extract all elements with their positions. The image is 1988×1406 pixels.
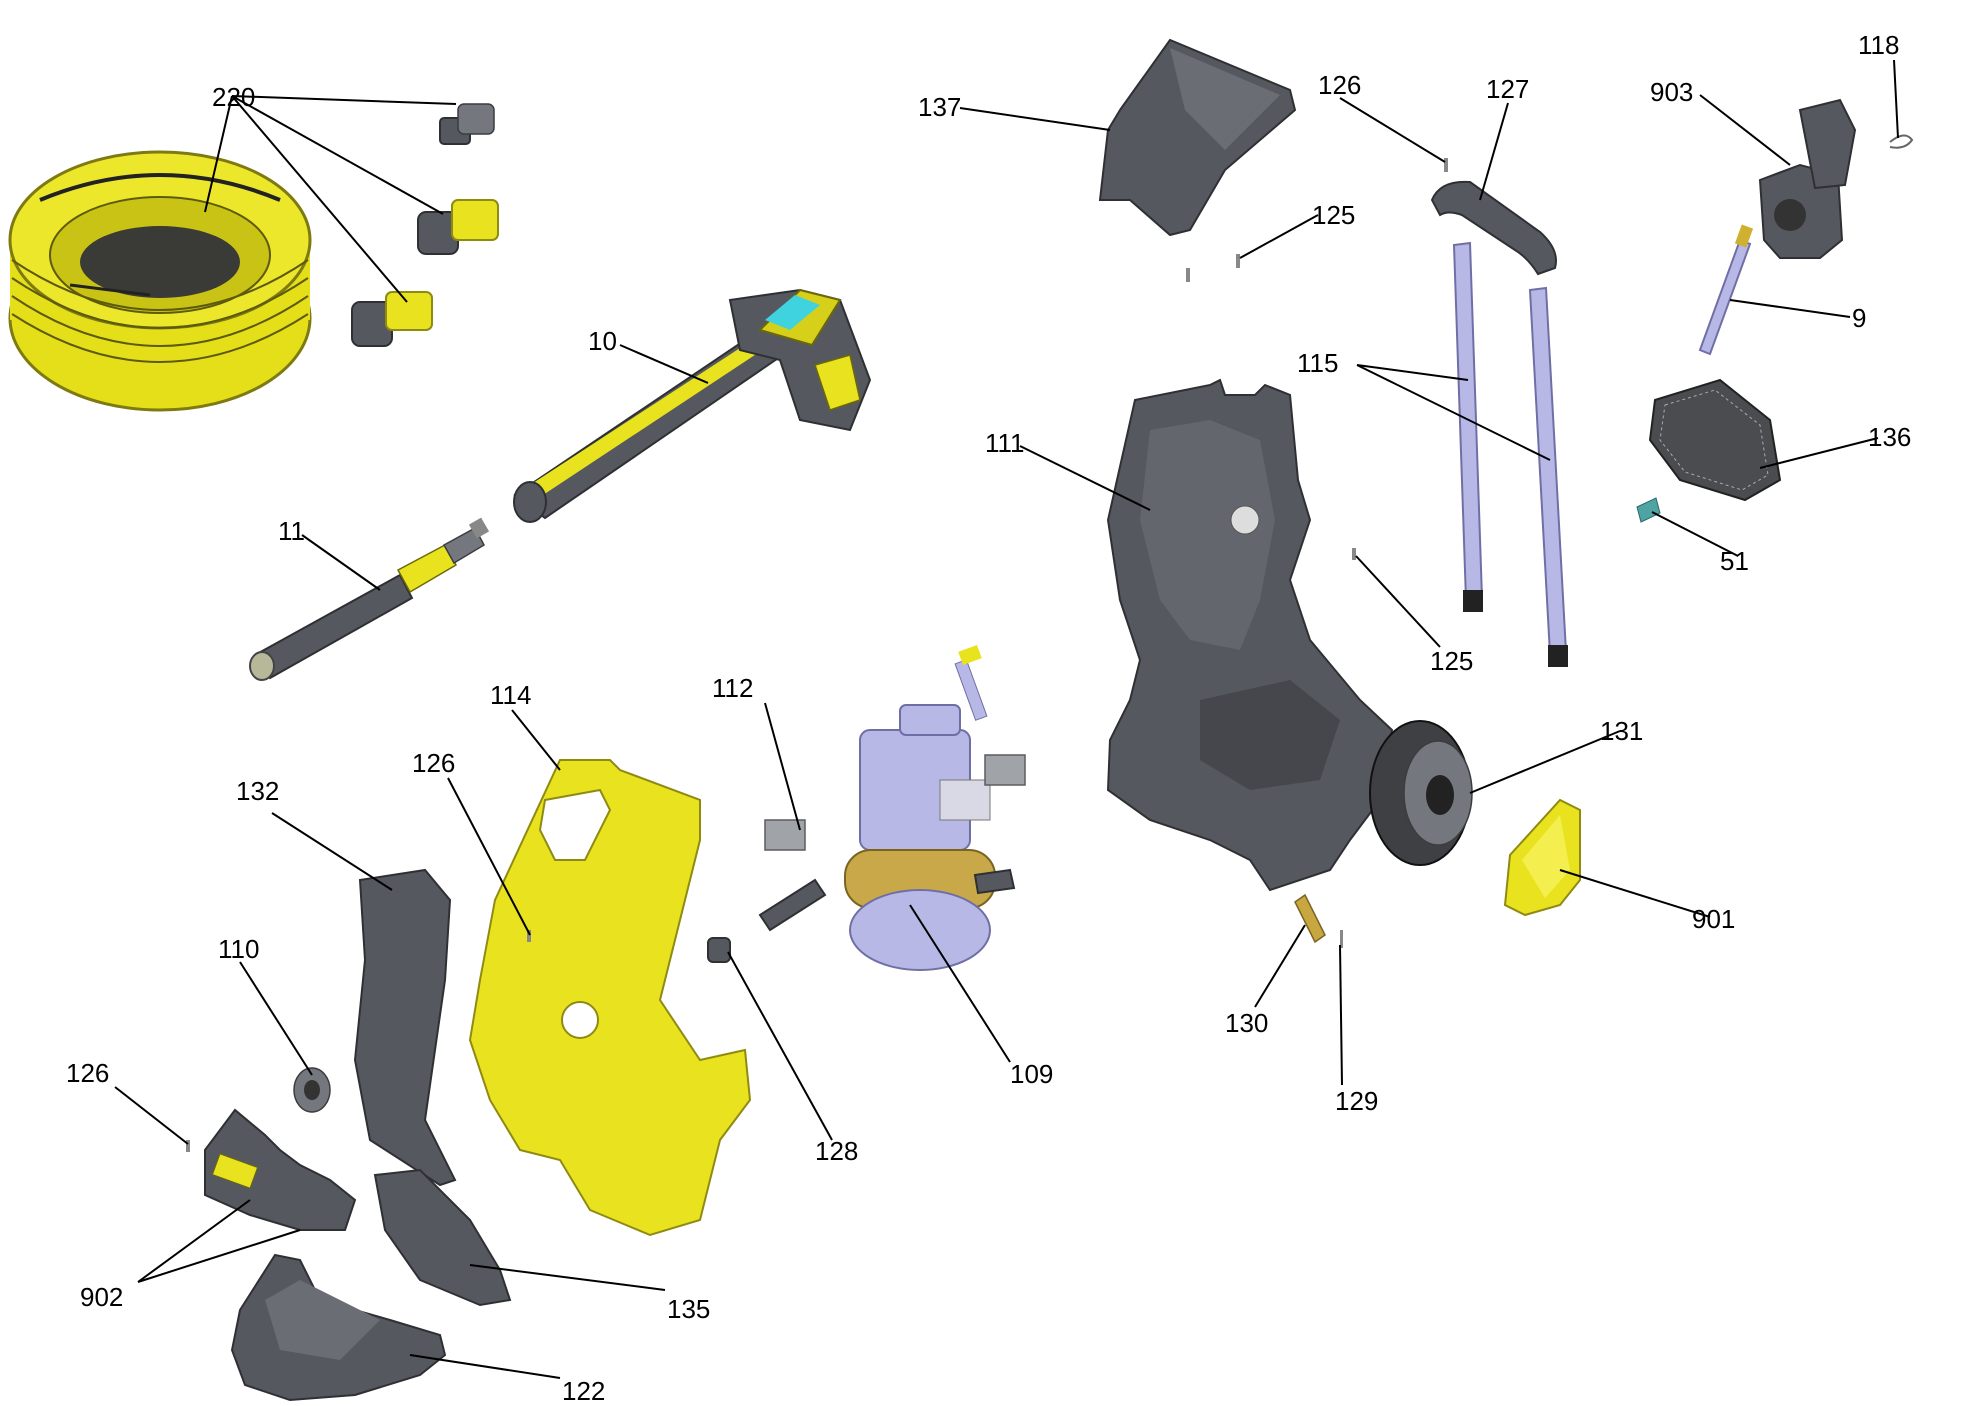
callout-126-lower: 126 bbox=[66, 1058, 109, 1088]
spray-lance bbox=[249, 517, 490, 681]
callout-131: 131 bbox=[1600, 716, 1643, 746]
screw-125-upper bbox=[1186, 254, 1240, 282]
callout-130: 130 bbox=[1225, 1008, 1268, 1038]
retaining-clip bbox=[1889, 134, 1914, 149]
callout-115: 115 bbox=[1297, 348, 1338, 378]
callout-122: 122 bbox=[562, 1376, 605, 1406]
callout-111: 111 bbox=[985, 428, 1025, 458]
callout-125-lower: 125 bbox=[1430, 646, 1473, 676]
callout-135: 135 bbox=[667, 1294, 710, 1324]
callout-51: 51 bbox=[1720, 546, 1749, 576]
brass-fitting bbox=[1294, 893, 1326, 944]
callout-136: 136 bbox=[1868, 422, 1911, 452]
garden-hose-reel bbox=[8, 150, 312, 412]
wheel-cap bbox=[1503, 798, 1581, 917]
handle-tube-left bbox=[1452, 241, 1484, 612]
callout-126-top: 126 bbox=[1318, 70, 1361, 100]
screw-125-lower bbox=[1352, 548, 1356, 560]
callout-129: 129 bbox=[1335, 1086, 1378, 1116]
hose-inlet-109 bbox=[758, 868, 1016, 932]
callout-110: 110 bbox=[218, 934, 259, 964]
leader-lines bbox=[114, 59, 1899, 1379]
callout-labels: 220 10 11 137 126 127 125 903 118 9 115 … bbox=[66, 30, 1911, 1406]
capacitor-112b bbox=[984, 754, 1026, 786]
push-handle bbox=[1430, 180, 1557, 276]
accessory-holder-902 bbox=[204, 1108, 357, 1231]
side-panel-132 bbox=[353, 868, 457, 1187]
callout-132: 132 bbox=[236, 776, 279, 806]
connector-128 bbox=[707, 937, 731, 963]
main-housing bbox=[1106, 378, 1394, 892]
callout-125-top: 125 bbox=[1312, 200, 1355, 230]
handle-tube-right bbox=[1528, 286, 1568, 667]
callout-10: 10 bbox=[588, 326, 617, 356]
callout-127: 127 bbox=[1486, 74, 1529, 104]
pin-129 bbox=[1340, 930, 1343, 948]
mesh-filter bbox=[1648, 378, 1782, 502]
spray-wand-9 bbox=[1698, 224, 1754, 356]
lower-panel-135 bbox=[373, 1168, 512, 1307]
lance-holder bbox=[1758, 98, 1857, 259]
base-tray-122 bbox=[230, 1253, 447, 1402]
screw-126-middle bbox=[527, 930, 531, 942]
selector-knob-110 bbox=[293, 1067, 331, 1113]
callout-126-middle: 126 bbox=[412, 748, 455, 778]
hose-coupling-upper bbox=[417, 199, 499, 255]
callout-11: 11 bbox=[278, 516, 305, 546]
callout-118: 118 bbox=[1858, 30, 1899, 60]
front-cover bbox=[468, 759, 752, 1237]
callout-137: 137 bbox=[918, 92, 961, 122]
screw-126-upper bbox=[1444, 158, 1448, 172]
accessory-tray bbox=[1098, 38, 1297, 237]
callout-903: 903 bbox=[1650, 77, 1693, 107]
tap-connector bbox=[439, 103, 495, 145]
callout-112: 112 bbox=[712, 673, 753, 703]
callout-109: 109 bbox=[1010, 1059, 1053, 1089]
motor-pump-unit bbox=[844, 645, 996, 971]
wheel bbox=[1369, 720, 1473, 866]
callout-114: 114 bbox=[490, 680, 531, 710]
hose-coupling-lower bbox=[351, 291, 433, 347]
callout-901: 901 bbox=[1692, 904, 1735, 934]
callout-128: 128 bbox=[815, 1136, 858, 1166]
trigger-gun bbox=[513, 288, 872, 523]
callout-902: 902 bbox=[80, 1282, 123, 1312]
screw-126-lower bbox=[186, 1140, 190, 1152]
label-sticker bbox=[1636, 497, 1661, 523]
callout-220: 220 bbox=[212, 82, 255, 112]
callout-9: 9 bbox=[1852, 303, 1866, 333]
